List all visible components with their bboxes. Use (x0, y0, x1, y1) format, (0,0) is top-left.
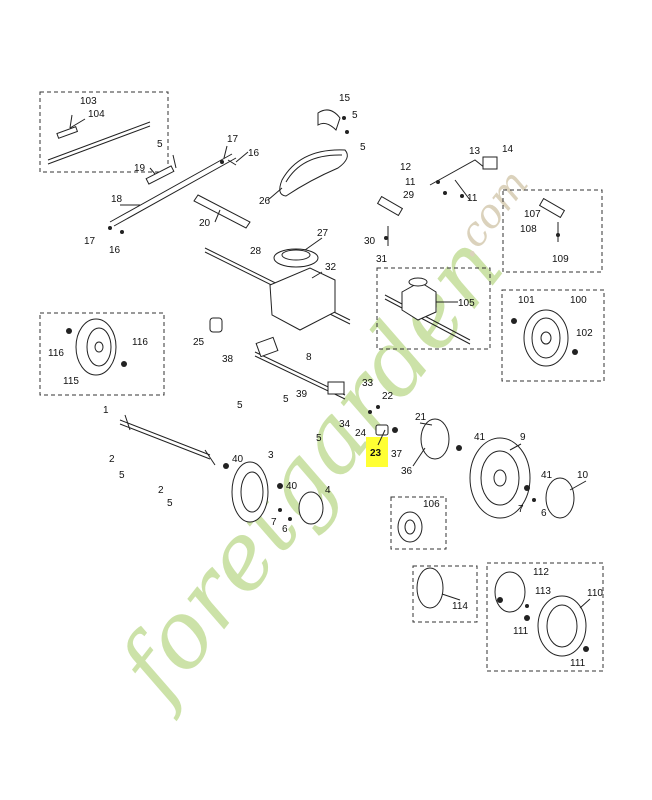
label-11: 11 (405, 177, 416, 188)
label-25: 25 (193, 337, 205, 348)
label-12: 12 (400, 162, 412, 173)
label-21: 21 (415, 412, 427, 423)
label-17: 17 (84, 236, 96, 247)
wheel-110 (537, 595, 587, 657)
label-26: 26 (259, 196, 271, 207)
box-107-109 (502, 189, 603, 273)
label-11: 11 (467, 193, 478, 204)
part-labels: 103 104 15 5 5 5 17 16 19 18 17 16 20 26… (48, 93, 603, 669)
label-106: 106 (423, 499, 440, 510)
label-22: 22 (382, 391, 394, 402)
label-116: 116 (132, 337, 148, 348)
label-36: 36 (401, 466, 413, 477)
label-113: 113 (535, 586, 551, 597)
wheel-115 (75, 318, 117, 376)
label-5: 5 (283, 394, 289, 405)
label-5: 5 (157, 139, 163, 150)
label-5: 5 (237, 400, 243, 411)
label-100: 100 (570, 295, 587, 306)
label-41: 41 (474, 432, 486, 443)
leader-lines (69, 118, 591, 609)
label-2: 2 (158, 485, 164, 496)
label-9: 9 (520, 432, 526, 443)
part-23-highlight (366, 437, 388, 467)
label-19: 19 (134, 163, 146, 174)
label-5: 5 (167, 498, 173, 509)
label-37: 37 (391, 449, 403, 460)
label-24: 24 (355, 428, 367, 439)
label-5: 5 (119, 470, 125, 481)
label-16: 16 (109, 245, 121, 256)
label-10: 10 (577, 470, 589, 481)
box-105 (376, 267, 491, 350)
label-107: 107 (524, 209, 541, 220)
label-115: 115 (63, 376, 79, 387)
label-102: 102 (576, 328, 593, 339)
label-2: 2 (109, 454, 115, 465)
box-103-104 (39, 91, 169, 173)
label-38: 38 (222, 354, 234, 365)
label-7: 7 (518, 504, 524, 515)
label-104: 104 (88, 109, 105, 120)
label-14: 14 (502, 144, 514, 155)
part-drawings (47, 109, 589, 657)
label-5: 5 (360, 142, 366, 153)
label-7: 7 (271, 517, 277, 528)
label-105: 105 (458, 298, 475, 309)
box-115-116 (39, 312, 165, 396)
label-40: 40 (286, 481, 298, 492)
label-103: 103 (80, 96, 97, 107)
label-17: 17 (227, 134, 239, 145)
label-112: 112 (533, 567, 549, 578)
label-5: 5 (352, 110, 358, 121)
label-109: 109 (552, 254, 569, 265)
label-30: 30 (364, 236, 376, 247)
box-114 (412, 565, 478, 623)
label-3: 3 (268, 450, 274, 461)
label-18: 18 (111, 194, 123, 205)
label-40: 40 (232, 454, 244, 465)
label-108: 108 (520, 224, 537, 235)
label-1: 1 (103, 405, 109, 416)
label-4: 4 (325, 485, 331, 496)
label-23: 23 (370, 448, 382, 459)
label-6: 6 (541, 508, 547, 519)
label-28: 28 (250, 246, 262, 257)
box-106 (390, 496, 447, 550)
label-16: 16 (248, 148, 260, 159)
label-114: 114 (452, 601, 468, 612)
label-110: 110 (587, 588, 603, 599)
label-111: 111 (570, 658, 586, 669)
label-33: 33 (362, 378, 374, 389)
label-13: 13 (469, 146, 481, 157)
label-32: 32 (325, 262, 337, 273)
label-20: 20 (199, 218, 211, 229)
label-27: 27 (317, 228, 329, 239)
label-5: 5 (316, 433, 322, 444)
label-41: 41 (541, 470, 553, 481)
label-15: 15 (339, 93, 351, 104)
label-116: 116 (48, 348, 64, 359)
label-101: 101 (518, 295, 535, 306)
box-110-113 (486, 562, 604, 672)
label-29: 29 (403, 190, 415, 201)
label-34: 34 (339, 419, 351, 430)
label-8: 8 (306, 352, 312, 363)
label-39: 39 (296, 389, 308, 400)
label-31: 31 (376, 254, 388, 265)
label-111: 111 (513, 626, 529, 637)
wheel-9 (469, 437, 531, 519)
wheel-3 (231, 461, 269, 523)
wheel-100 (523, 309, 569, 367)
box-100-102 (501, 289, 605, 382)
label-6: 6 (282, 524, 288, 535)
